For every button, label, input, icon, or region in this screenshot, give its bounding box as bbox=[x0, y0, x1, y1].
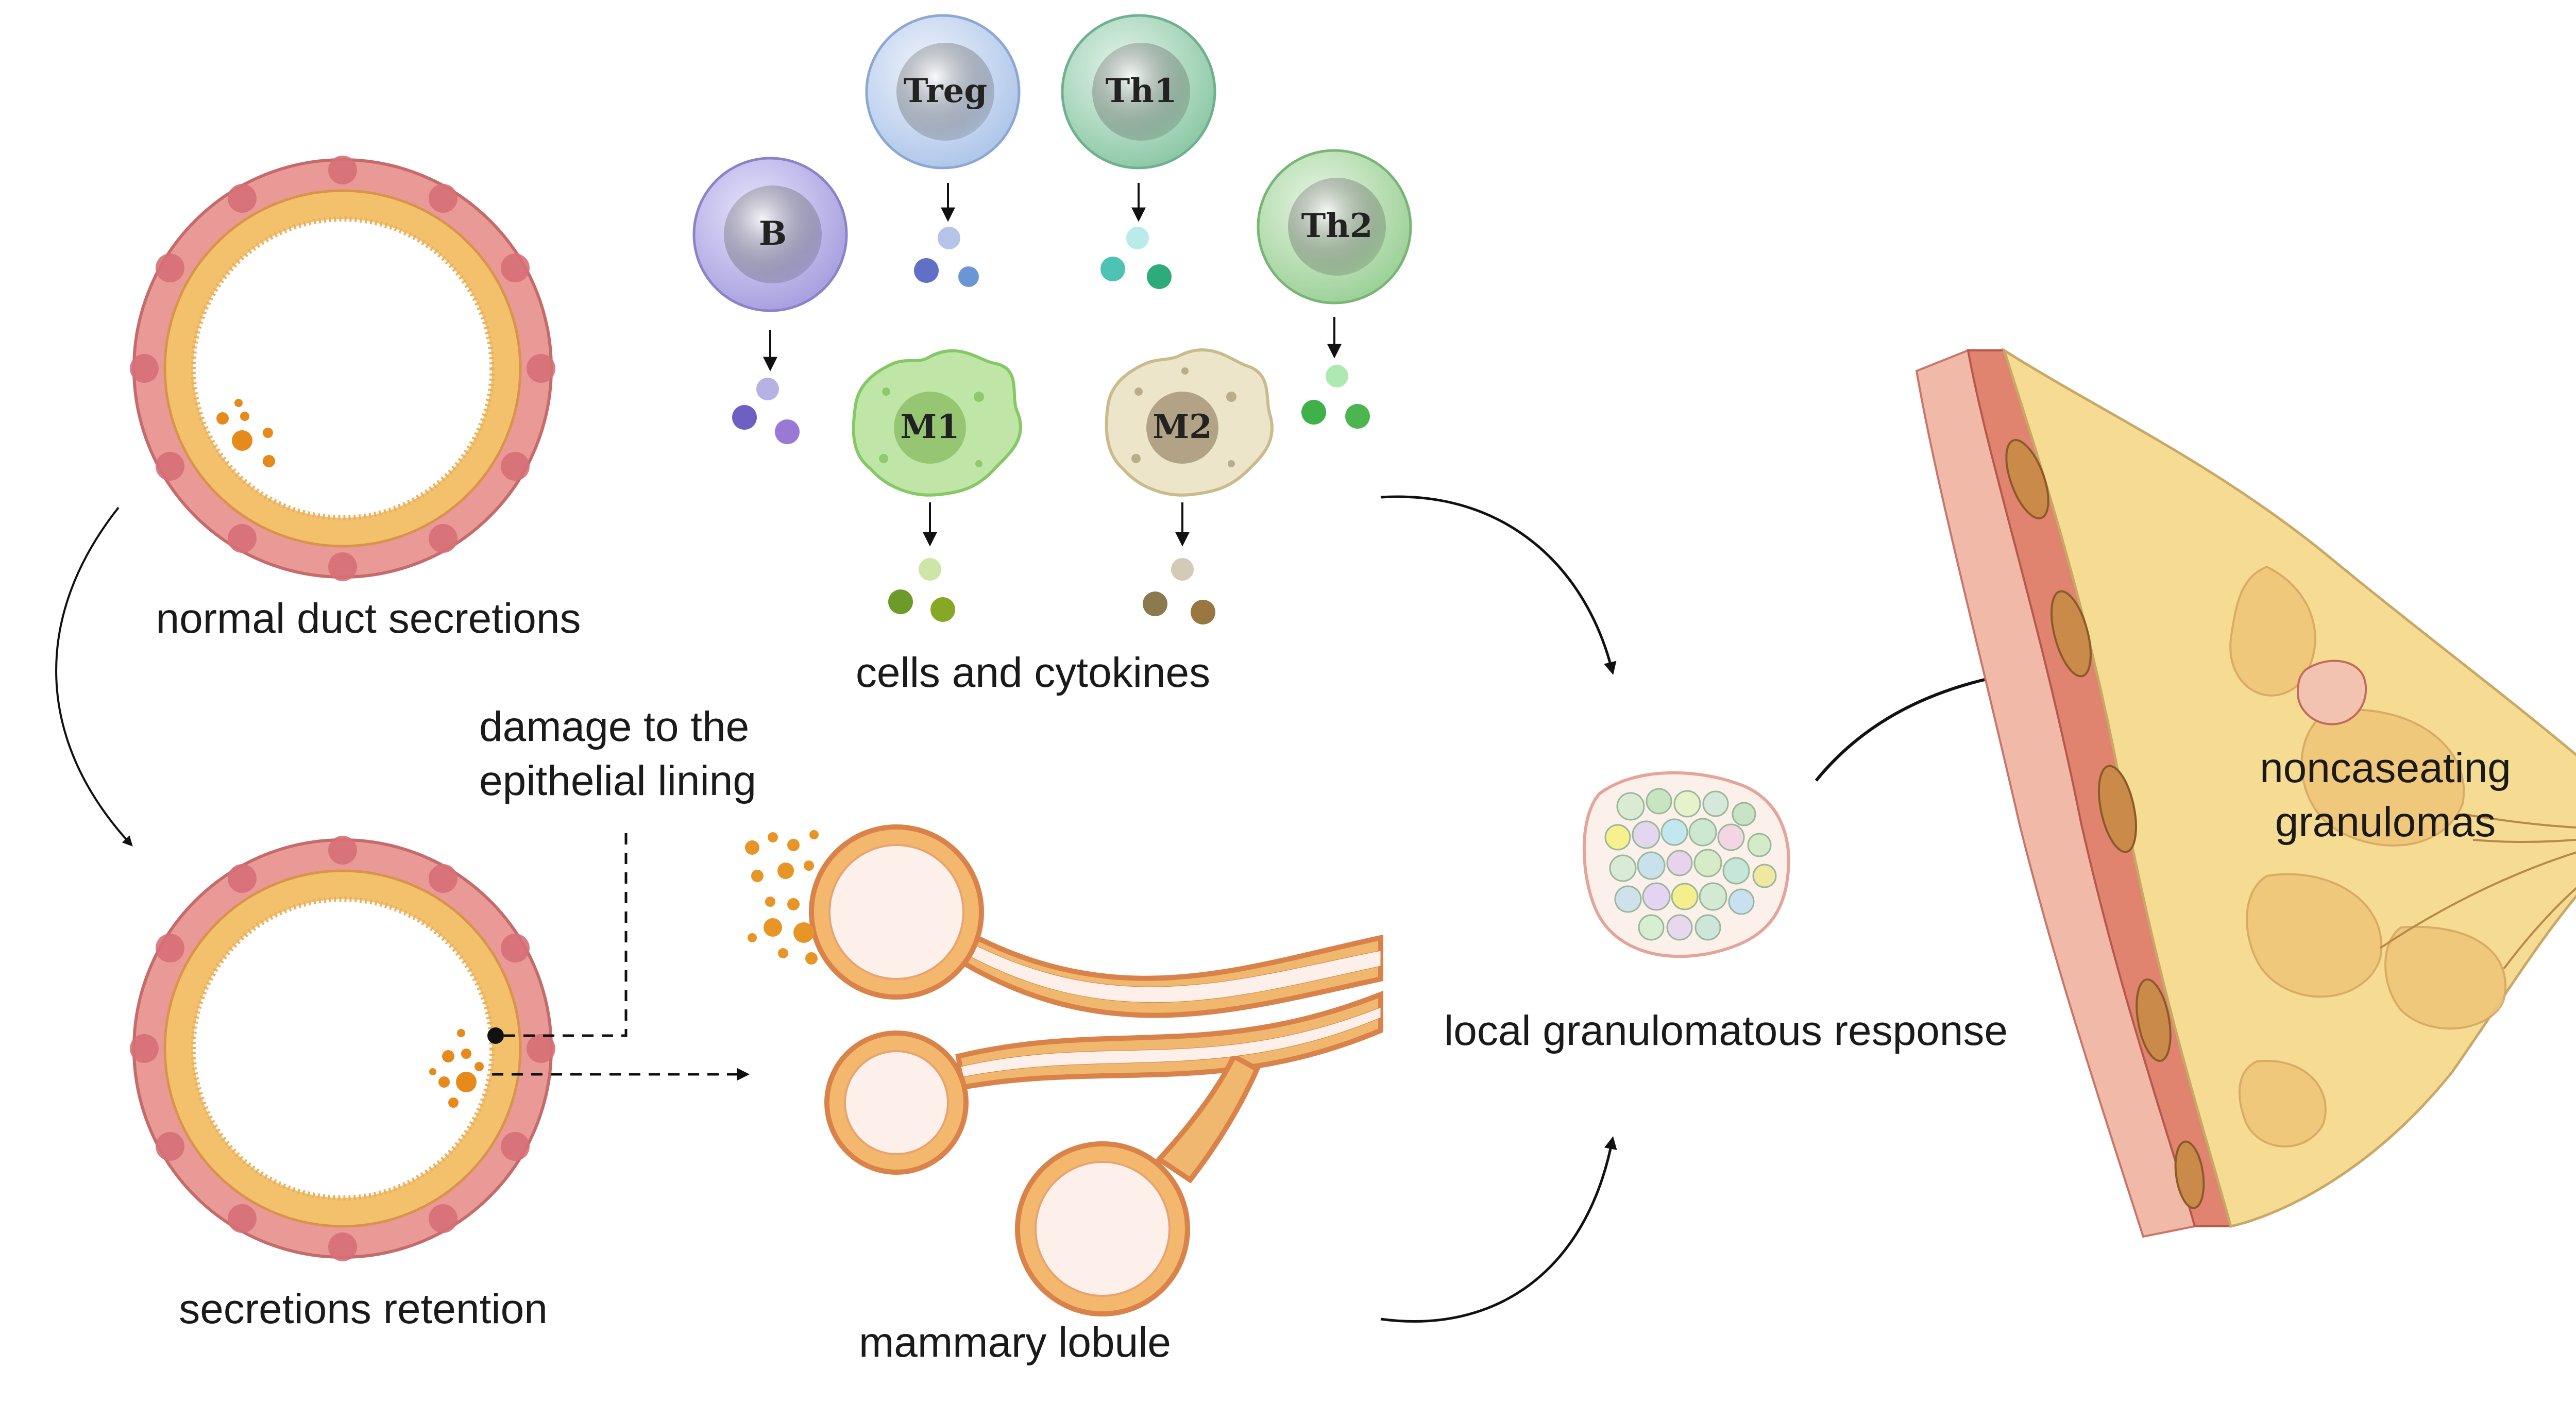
progression-arrow-left bbox=[55, 506, 133, 847]
th2-cell-label: Th2 bbox=[1301, 207, 1373, 245]
lobule-to-response-arrow bbox=[1380, 1136, 1617, 1323]
mammary-lobule-label: mammary lobule bbox=[858, 1319, 1172, 1366]
granuloma-cluster bbox=[1582, 771, 1790, 958]
immune-cells-group: B Treg Th1 Th2 M1 M2 bbox=[692, 14, 1412, 624]
mammary-lobule-illustration bbox=[745, 824, 1383, 1316]
local-response-label: local granulomatous response bbox=[1444, 1007, 2008, 1054]
cytokine-to-response-arrow bbox=[1380, 495, 1617, 675]
damage-point-marker bbox=[487, 1027, 504, 1044]
secretion-droplets bbox=[216, 399, 275, 467]
retention-duct-illustration bbox=[130, 836, 555, 1261]
th1-cell-label: Th1 bbox=[1106, 72, 1177, 110]
noncaseating-granuloma-lesion bbox=[2296, 660, 2367, 725]
damage-label-line1: damage to the bbox=[479, 703, 750, 750]
treg-cell-label: Treg bbox=[904, 72, 987, 110]
secretions-retention-label: secretions retention bbox=[179, 1286, 548, 1332]
m1-cell-label: M1 bbox=[900, 408, 959, 446]
noncaseating-label-line2: granulomas bbox=[2275, 799, 2496, 846]
breast-cross-section bbox=[1915, 347, 2576, 1238]
normal-duct-label: normal duct secretions bbox=[156, 595, 581, 642]
retained-secretion-droplets bbox=[429, 1029, 484, 1108]
m2-cell-label: M2 bbox=[1153, 408, 1212, 446]
b-cell-label: B bbox=[759, 214, 787, 253]
cells-cytokines-label: cells and cytokines bbox=[855, 649, 1211, 696]
lobule-secretion-droplets bbox=[745, 830, 819, 965]
damage-leader-line bbox=[504, 827, 628, 1037]
noncaseating-label-line1: noncaseating bbox=[2260, 745, 2511, 791]
normal-duct-illustration bbox=[130, 156, 555, 581]
damage-label-line2: epithelial lining bbox=[479, 757, 756, 804]
